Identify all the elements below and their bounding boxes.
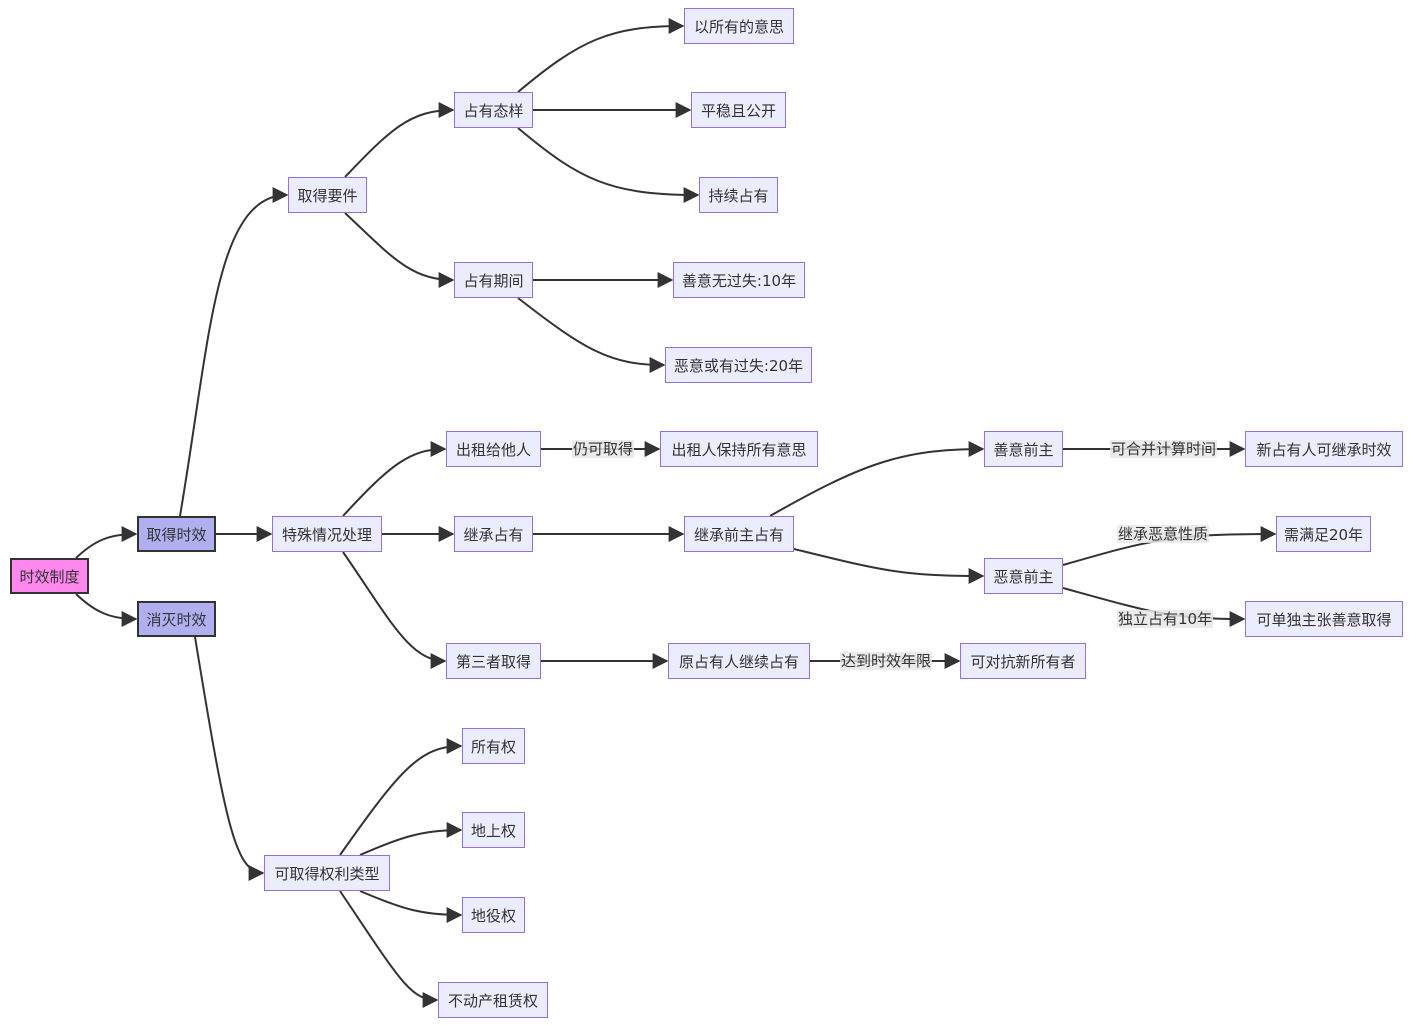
edge-label-reach-limit: 达到时效年限	[840, 652, 933, 670]
node-servitude[interactable]: 地役权	[462, 897, 525, 933]
edge-root-acq	[75, 526, 138, 559]
edge-root-ext	[75, 593, 138, 627]
node-inherit-possession[interactable]: 继承占有	[454, 516, 533, 552]
node-surface-right[interactable]: 地上权	[462, 812, 525, 848]
node-third-party-acquires[interactable]: 第三者取得	[446, 643, 541, 679]
edge-prev-bad	[793, 548, 985, 584]
node-bad-faith-predecessor[interactable]: 恶意前主	[984, 558, 1063, 594]
node-acquisitive-prescription[interactable]: 取得时效	[137, 516, 216, 552]
edge-rights-surface	[359, 822, 463, 856]
edge-req-period	[344, 212, 455, 288]
node-ownership[interactable]: 所有权	[462, 728, 525, 764]
edge-label-combine-time: 可合并计算时间	[1110, 440, 1218, 458]
node-peaceful-public[interactable]: 平稳且公开	[691, 92, 786, 128]
node-lease-to-others[interactable]: 出租给他人	[446, 431, 541, 467]
edge-label-still-acquire: 仍可取得	[572, 440, 635, 458]
edge-label-independent-10: 独立占有10年	[1117, 610, 1214, 628]
edge-prev-good	[769, 441, 985, 517]
node-possession-period[interactable]: 占有期间	[454, 262, 533, 298]
edge-acq-req	[179, 187, 289, 517]
node-extinctive-prescription[interactable]: 消灭时效	[137, 601, 216, 637]
edge-manner-intent	[517, 18, 685, 93]
node-continuous[interactable]: 持续占有	[699, 177, 778, 213]
edge-special-third	[342, 551, 447, 669]
node-intent-to-own[interactable]: 以所有的意思	[684, 8, 794, 44]
node-good-faith-10[interactable]: 善意无过失:10年	[673, 262, 805, 298]
node-good-faith-predecessor[interactable]: 善意前主	[984, 431, 1063, 467]
node-lessor-keeps-intent[interactable]: 出租人保持所有意思	[660, 431, 818, 467]
edge-manner-continuous	[517, 127, 700, 203]
node-requirements[interactable]: 取得要件	[288, 177, 367, 213]
edge-req-manner	[344, 102, 455, 178]
edge-special-lease	[342, 441, 447, 517]
node-real-estate-lease[interactable]: 不动产租赁权	[438, 982, 548, 1018]
node-root[interactable]: 时效制度	[10, 558, 89, 594]
edge-label-inherit-bad-faith: 继承恶意性质	[1117, 525, 1210, 543]
edge-rights-own	[339, 738, 463, 856]
node-special-cases[interactable]: 特殊情况处理	[272, 516, 382, 552]
node-inherit-prior-possession[interactable]: 继承前主占有	[684, 516, 794, 552]
edge-rights-servitude	[359, 890, 463, 923]
edge-period-bad20	[517, 297, 666, 373]
node-new-holder-inherits[interactable]: 新占有人可继承时效	[1245, 431, 1403, 467]
node-right-types[interactable]: 可取得权利类型	[264, 855, 390, 891]
node-need-20-years[interactable]: 需满足20年	[1276, 516, 1371, 552]
edge-ext-rights	[194, 636, 265, 881]
node-original-holder-continues[interactable]: 原占有人继续占有	[668, 643, 810, 679]
node-bad-faith-20[interactable]: 恶意或有过失:20年	[665, 347, 812, 383]
node-possession-manner[interactable]: 占有态样	[454, 92, 533, 128]
edge-rights-lease	[339, 890, 439, 1008]
node-claim-good-faith-alone[interactable]: 可单独主张善意取得	[1245, 601, 1403, 637]
node-oppose-new-owner[interactable]: 可对抗新所有者	[960, 643, 1086, 679]
